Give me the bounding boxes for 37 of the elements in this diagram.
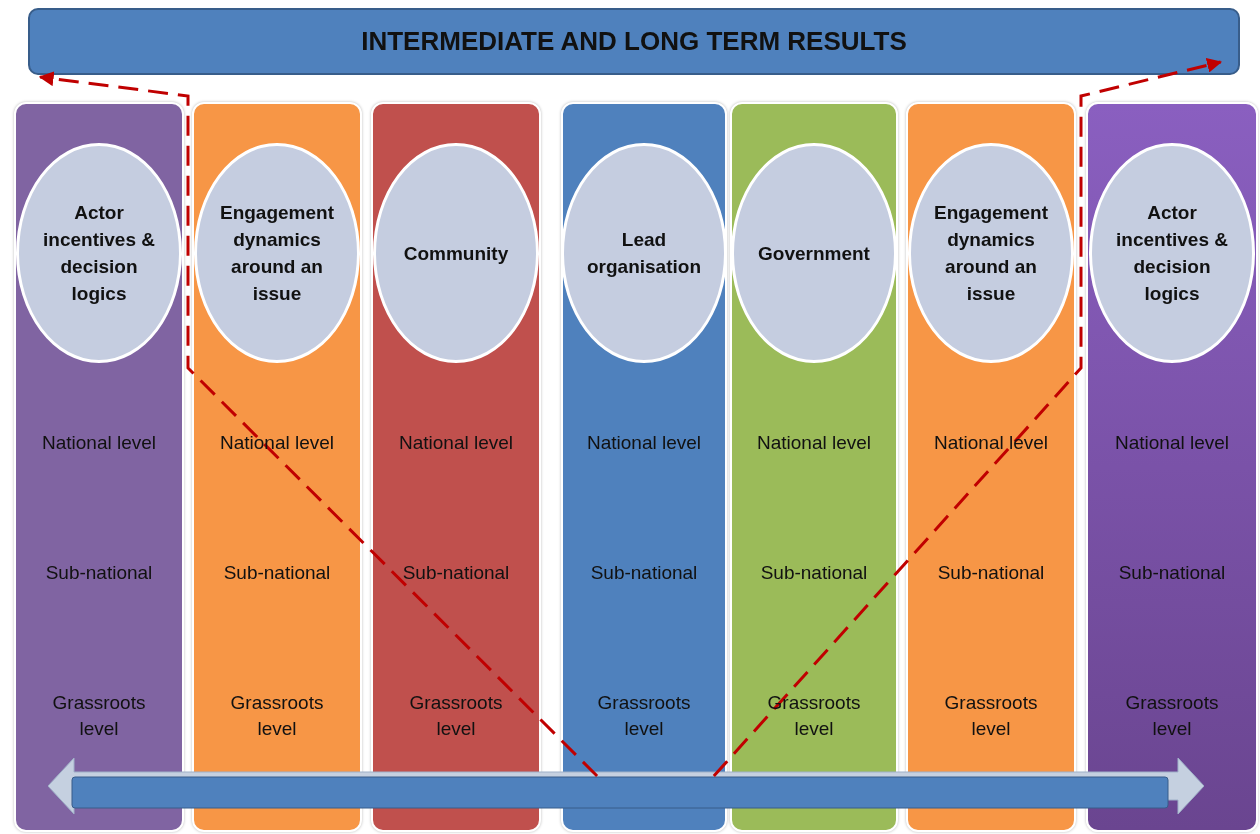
level-label: Sub-national	[759, 561, 869, 585]
level-label: Sub-national	[936, 561, 1046, 585]
results-banner: INTERMEDIATE AND LONG TERM RESULTS	[28, 8, 1240, 75]
ellipse-label: Actor incentives & decision logics	[1115, 201, 1229, 306]
level-label: National level	[1113, 431, 1231, 455]
level-label: National level	[40, 431, 158, 455]
level-label: National level	[218, 431, 336, 455]
column-band	[371, 102, 541, 832]
ellipse-label: Community	[403, 241, 509, 266]
level-label: Sub-national	[589, 561, 699, 585]
ellipse-label: Engagement dynamics around an issue	[219, 201, 335, 306]
double-arrow-bar	[48, 758, 1204, 814]
ellipse-label: Government	[758, 241, 870, 266]
level-label: Grassroots level	[408, 691, 504, 741]
level-label: Grassroots level	[596, 691, 692, 741]
column-band	[730, 102, 898, 832]
ellipse-label: Actor incentives & decision logics	[42, 201, 156, 306]
level-label: National level	[932, 431, 1050, 455]
level-label: National level	[397, 431, 515, 455]
level-label: National level	[585, 431, 703, 455]
column-band	[14, 102, 184, 832]
level-label: Sub-national	[222, 561, 332, 585]
ellipse-label: Engagement dynamics around an issue	[933, 201, 1049, 306]
level-label: Sub-national	[401, 561, 511, 585]
level-label: Grassroots level	[51, 691, 147, 741]
ellipse-label: Lead organisation	[586, 228, 702, 279]
level-label: National level	[755, 431, 873, 455]
dashed-arrow	[38, 71, 599, 778]
column-band	[1086, 102, 1258, 832]
level-label: Sub-national	[1117, 561, 1227, 585]
level-label: Grassroots level	[1124, 691, 1220, 741]
level-label: Sub-national	[44, 561, 154, 585]
column-band	[906, 102, 1076, 832]
level-label: Grassroots level	[229, 691, 325, 741]
level-label: Grassroots level	[943, 691, 1039, 741]
column-band	[561, 102, 727, 832]
column-band	[192, 102, 362, 832]
